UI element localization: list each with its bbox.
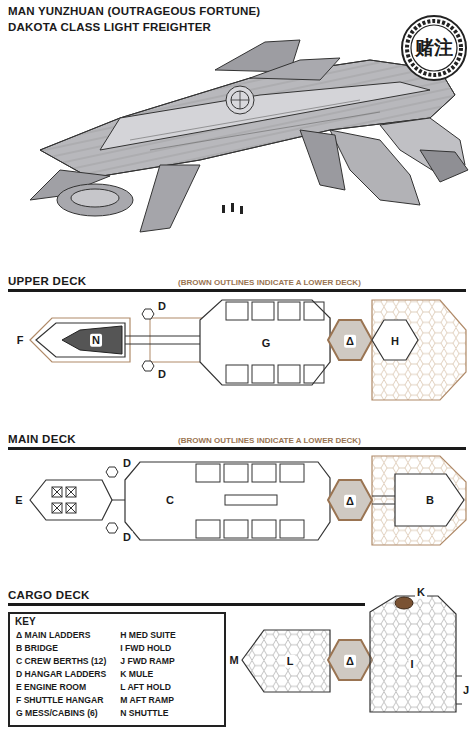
room-letter: D (121, 457, 133, 470)
room-letter: D (121, 531, 133, 544)
room-letter: Δ (344, 655, 356, 668)
deck-heading: MAIN DECK (8, 433, 76, 446)
emblem-text: 赌注 (415, 35, 453, 61)
deck-heading: CARGO DECK (8, 589, 90, 602)
key-entry: Δ MAIN LADDERS (16, 630, 90, 640)
key-entry: M AFT RAMP (120, 695, 174, 705)
key-entry: C CREW BERTHS (12) (16, 656, 106, 666)
emblem-circle: 赌注 (400, 14, 468, 82)
room-letter: E (13, 494, 24, 507)
room-letter: B (424, 494, 436, 507)
ship-title: MAN YUNZHUAN (OUTRAGEOUS FORTUNE) (8, 5, 260, 18)
key-entry: F SHUTTLE HANGAR (16, 695, 103, 705)
key-entry: G MESS/CABINS (6) (16, 708, 98, 718)
key-box: KEY Δ MAIN LADDERS B BRIDGE C CREW BERTHS (… (8, 612, 226, 727)
room-letter: F (15, 334, 26, 347)
room-letter: Δ (344, 495, 356, 508)
room-letter: N (90, 334, 102, 347)
key-entry: D HANGAR LADDERS (16, 669, 106, 679)
deck-heading: UPPER DECK (8, 275, 86, 288)
key-entry: J FWD RAMP (120, 656, 174, 666)
room-letter: H (389, 335, 401, 348)
room-letter: D (156, 368, 168, 381)
room-letter: K (415, 586, 427, 599)
room-letter: M (227, 654, 240, 667)
key-entry: L AFT HOLD (120, 682, 171, 692)
room-letter: I (408, 658, 415, 671)
key-entry: B BRIDGE (16, 643, 58, 653)
key-entry: E ENGINE ROOM (16, 682, 86, 692)
key-entry: K MULE (120, 669, 153, 679)
ship-class: DAKOTA CLASS LIGHT FREIGHTER (8, 21, 211, 34)
deck-note: (BROWN OUTLINES INDICATE A LOWER DECK) (178, 436, 361, 445)
room-letter: Δ (344, 335, 356, 348)
room-letter: G (260, 337, 273, 350)
room-letter: C (164, 494, 176, 507)
key-entry: N SHUTTLE (120, 708, 168, 718)
key-entry: I FWD HOLD (120, 643, 171, 653)
key-heading: KEY (15, 616, 36, 627)
room-letter: L (285, 655, 296, 668)
room-letter: J (461, 684, 471, 697)
key-entry: H MED SUITE (120, 630, 175, 640)
room-letter: D (156, 300, 168, 313)
deck-note: (BROWN OUTLINES INDICATE A LOWER DECK) (178, 278, 361, 287)
